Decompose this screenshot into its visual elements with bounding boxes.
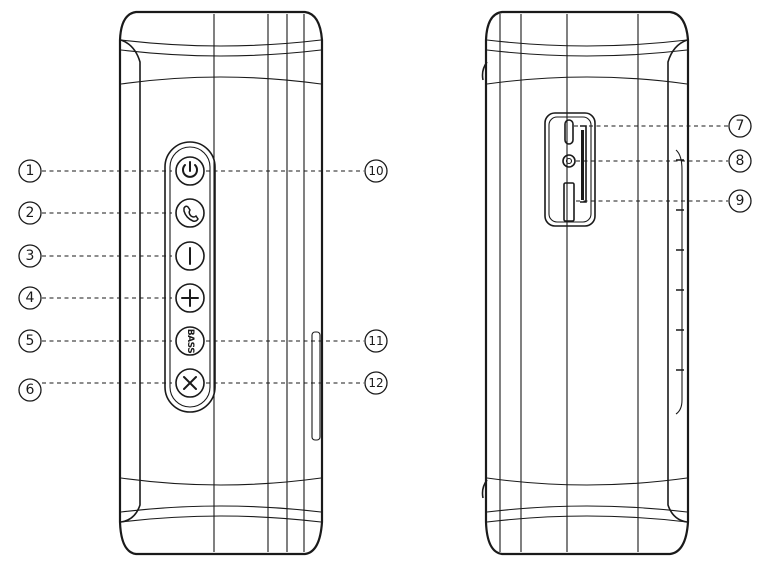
bass-label: BASS	[185, 329, 195, 353]
svg-text:7: 7	[736, 118, 745, 134]
svg-text:6: 6	[26, 382, 35, 398]
callout-5: 5	[18, 329, 42, 353]
phone-icon	[183, 205, 199, 222]
volume-up-button[interactable]	[175, 283, 205, 313]
callout-6: 6	[18, 378, 42, 402]
callout-12: 12	[364, 371, 388, 395]
volume-down-button[interactable]	[175, 241, 205, 271]
svg-text:10: 10	[368, 164, 383, 178]
callout-8: 8	[728, 149, 752, 173]
speaker-front-view: BASS	[42, 10, 364, 556]
svg-text:5: 5	[26, 333, 35, 349]
svg-text:1: 1	[26, 163, 35, 179]
callout-2: 2	[18, 201, 42, 225]
callout-1: 1	[18, 159, 42, 183]
usb-c-port[interactable]	[564, 119, 574, 145]
svg-text:3: 3	[26, 248, 35, 264]
power-icon	[182, 161, 198, 178]
speaker-back-view	[481, 10, 728, 556]
port-panel	[544, 112, 596, 227]
callout-9: 9	[728, 189, 752, 213]
svg-text:8: 8	[736, 153, 745, 169]
phone-button[interactable]	[175, 198, 205, 228]
svg-text:4: 4	[26, 290, 35, 306]
svg-text:2: 2	[26, 205, 35, 221]
multi-function-button[interactable]	[175, 368, 205, 398]
callout-3: 3	[18, 244, 42, 268]
sd-card-slot[interactable]	[563, 182, 575, 222]
power-button[interactable]	[175, 156, 205, 186]
callout-4: 4	[18, 286, 42, 310]
plus-icon	[181, 289, 199, 307]
x-icon	[183, 376, 197, 390]
bass-button[interactable]: BASS	[175, 326, 205, 356]
aux-port[interactable]	[562, 154, 576, 168]
callout-7: 7	[728, 114, 752, 138]
callout-10: 10	[364, 159, 388, 183]
svg-text:9: 9	[736, 193, 745, 209]
svg-text:11: 11	[368, 334, 383, 348]
callout-11: 11	[364, 329, 388, 353]
svg-text:12: 12	[368, 376, 383, 390]
button-panel	[164, 141, 216, 413]
